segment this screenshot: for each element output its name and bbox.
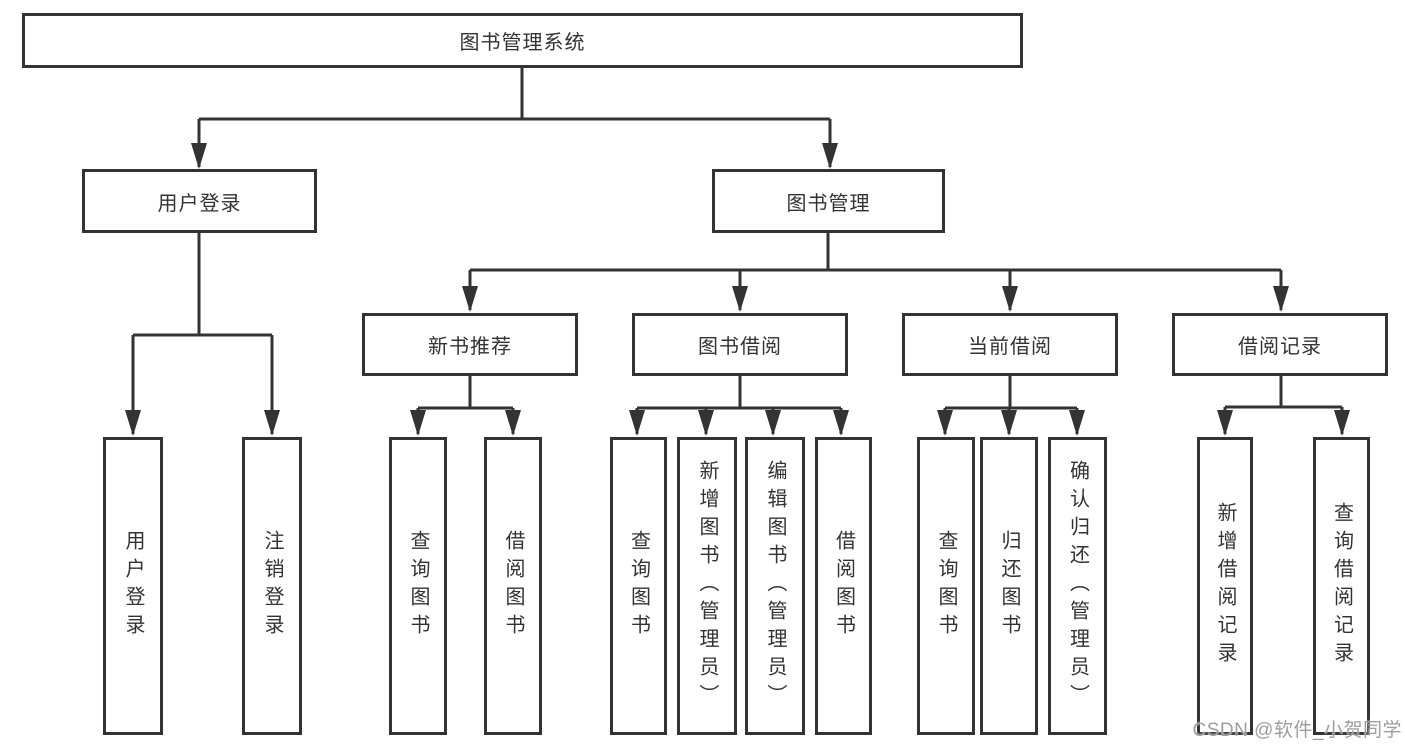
node-query-books-recommend: 查询图书 (389, 437, 447, 735)
node-logout-leaf: 注销登录 (242, 437, 302, 735)
node-add-borrow-record: 新增借阅记录 (1197, 437, 1253, 735)
node-edit-books-admin: 编辑图书（管理员） (745, 437, 805, 735)
csdn-watermark: CSDN @软件_小贺同学 (1192, 720, 1402, 741)
node-book-borrow: 图书借阅 (632, 313, 848, 376)
node-library-system: 图书管理系统 (22, 13, 1023, 68)
node-borrow-records: 借阅记录 (1172, 313, 1388, 376)
node-confirm-return-admin: 确认归还（管理员） (1048, 437, 1107, 735)
node-user-login-leaf: 用户登录 (103, 437, 163, 735)
node-return-books: 归还图书 (980, 437, 1038, 735)
node-add-books-admin: 新增图书（管理员） (677, 437, 737, 735)
node-new-book-recommend: 新书推荐 (362, 313, 578, 376)
node-current-borrow: 当前借阅 (902, 313, 1118, 376)
node-user-login: 用户登录 (82, 169, 317, 233)
node-query-books-current: 查询图书 (917, 437, 975, 735)
node-query-borrow-record: 查询借阅记录 (1313, 437, 1370, 735)
node-borrow-books-leaf: 借阅图书 (815, 437, 872, 735)
node-query-books-borrow: 查询图书 (610, 437, 667, 735)
node-borrow-books-recommend: 借阅图书 (484, 437, 542, 735)
node-book-management: 图书管理 (712, 169, 945, 233)
